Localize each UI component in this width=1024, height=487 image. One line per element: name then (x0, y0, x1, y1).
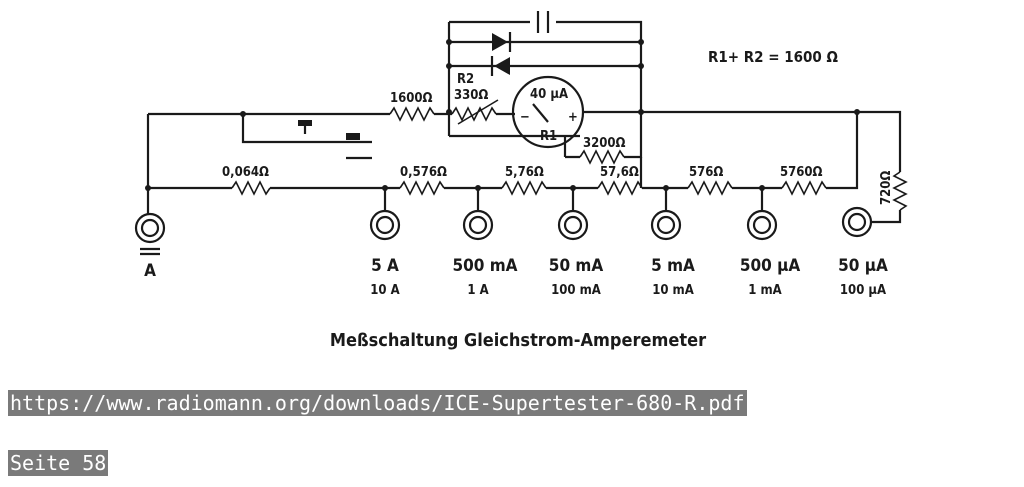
shunt-resistor-6 (781, 180, 827, 196)
terminal-sublabel-1ma: 1 mA (748, 283, 781, 298)
terminal-sublabel-100ma: 100 mA (551, 283, 601, 298)
resistor-1600-label: 1600Ω (390, 91, 433, 106)
diagram-caption: Meßschaltung Gleichstrom-Amperemeter (330, 330, 706, 351)
shunt-label-5: 576Ω (689, 165, 723, 180)
meter-r1-label: R1 (540, 129, 557, 144)
shunt-label-3: 5,76Ω (505, 165, 544, 180)
terminal-5a[interactable] (369, 209, 401, 241)
terminal-sublabel-10ma: 10 mA (652, 283, 694, 298)
resistor-720-label: 720Ω (879, 171, 894, 205)
terminal-common[interactable] (134, 212, 166, 256)
terminal-500ma[interactable] (462, 209, 494, 241)
shunt-label-6: 5760Ω (780, 165, 823, 180)
terminal-label-500ma: 500 mA (452, 256, 517, 276)
terminal-sublabel-10a: 10 A (370, 283, 399, 298)
resistor-r2-name: R2 (457, 72, 474, 87)
resistor-3200-label: 3200Ω (583, 136, 626, 151)
resistor-r2-value: 330Ω (454, 88, 488, 103)
terminal-label-50ma: 50 mA (549, 256, 604, 276)
switch-contacts (240, 111, 372, 160)
resistor-1600 (389, 106, 435, 122)
shunt-label-2: 0,576Ω (400, 165, 447, 180)
terminal-5ma[interactable] (650, 209, 682, 241)
terminal-label-500ua: 500 µA (740, 256, 801, 276)
terminal-50ma[interactable] (557, 209, 589, 241)
terminal-500ua[interactable] (746, 209, 778, 241)
resistor-r2 (451, 106, 497, 122)
shunt-resistor-1 (231, 180, 271, 196)
meter-plus-label: + (568, 110, 578, 125)
shunt-resistor-3 (501, 180, 547, 196)
formula-label: R1+ R2 = 1600 Ω (708, 48, 839, 66)
circuit-diagram: R1+ R2 = 1600 Ω 1600Ω R2 330Ω 40 µA − + … (134, 11, 908, 351)
shunt-resistor-4 (597, 180, 643, 196)
resistor-720 (892, 171, 908, 211)
terminals (134, 188, 873, 256)
terminal-label-5a: 5 A (371, 256, 399, 276)
source-url: https://www.radiomann.org/downloads/ICE-… (8, 390, 747, 416)
terminal-sublabel-1a: 1 A (467, 283, 488, 298)
meter-minus-label: − (520, 110, 530, 125)
terminal-label-5ma: 5 mA (651, 256, 695, 276)
resistor-3200 (579, 149, 625, 165)
terminal-label-50ua: 50 µA (838, 256, 888, 276)
terminal-50ua[interactable] (841, 206, 873, 238)
capacitor-diode-network (447, 11, 643, 112)
shunt-label-4: 57,6Ω (600, 165, 639, 180)
terminal-common-label: A (144, 261, 156, 281)
diode-upper (492, 32, 512, 52)
shunt-resistor-2 (399, 180, 445, 196)
shunt-resistor-5 (687, 180, 733, 196)
meter-range-label: 40 µA (530, 87, 568, 102)
shunt-label-1: 0,064Ω (222, 165, 269, 180)
terminal-sublabel-100ua: 100 µA (840, 283, 886, 298)
diode-lower (490, 56, 510, 76)
page-number: Seite 58 (8, 450, 109, 476)
